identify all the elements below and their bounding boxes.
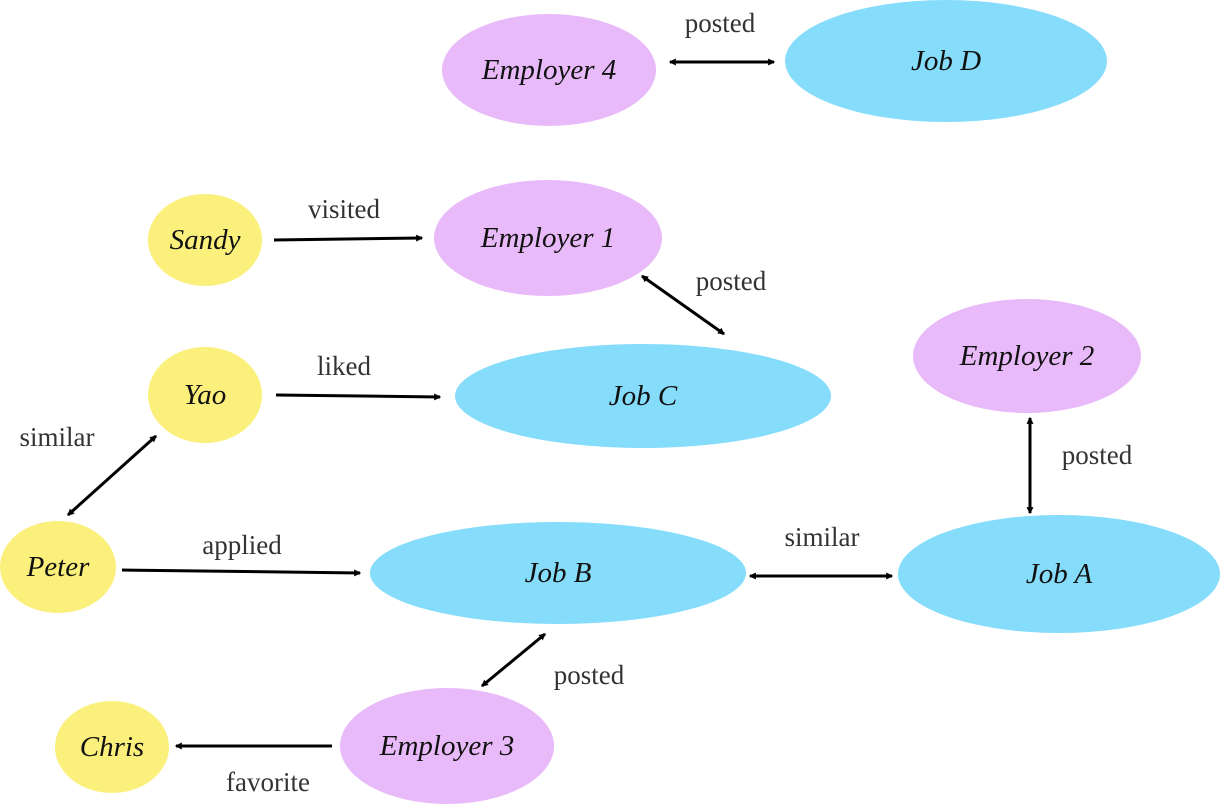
person-node-shape	[148, 194, 262, 286]
node-label: Employer 4	[481, 54, 617, 86]
node-job-b: Job B	[370, 522, 746, 624]
job-node-shape	[898, 515, 1220, 633]
edge-peter-yao: similar	[20, 422, 158, 517]
node-label: Job C	[609, 380, 678, 412]
edge-label-posted: posted	[1062, 440, 1133, 470]
edge-line	[66, 434, 158, 517]
node-label: Employer 1	[480, 222, 616, 254]
node-label: Employer 2	[959, 340, 1095, 372]
employer-node-shape	[340, 688, 554, 804]
node-person-chris: Chris	[55, 701, 169, 793]
edge-label-similar: similar	[785, 522, 860, 552]
node-job-c: Job C	[455, 344, 831, 448]
employer-node-shape	[434, 180, 662, 296]
job-node-shape	[785, 0, 1107, 122]
person-node-shape	[0, 521, 116, 613]
edge-employer2-jobA: posted	[1026, 416, 1133, 515]
edge-line	[641, 274, 725, 336]
edge-line	[275, 393, 442, 401]
edge-label-posted: posted	[696, 266, 767, 296]
edge-label-posted: posted	[554, 660, 625, 690]
node-employer-1: Employer 1	[434, 180, 662, 296]
node-label: Peter	[26, 551, 91, 583]
edge-line	[273, 234, 424, 242]
node-person-yao: Yao	[148, 347, 262, 443]
job-node-shape	[455, 344, 831, 448]
node-employer-4: Employer 4	[442, 14, 656, 126]
edge-jobB-employer3: posted	[481, 632, 625, 690]
job-node-shape	[370, 522, 746, 624]
node-job-d: Job D	[785, 0, 1107, 122]
node-job-a: Job A	[898, 515, 1220, 633]
edge-label-applied: applied	[202, 530, 282, 560]
node-person-peter: Peter	[0, 521, 116, 613]
node-employer-3: Employer 3	[340, 688, 554, 804]
node-employer-2: Employer 2	[913, 299, 1141, 413]
edge-label-posted: posted	[685, 8, 756, 38]
edge-line	[121, 568, 362, 577]
node-person-sandy: Sandy	[148, 194, 262, 286]
edge-yao-jobC: liked	[275, 351, 442, 401]
edge-label-similar: similar	[20, 422, 95, 452]
node-label: Yao	[184, 379, 226, 411]
node-label: Chris	[80, 731, 144, 763]
edge-sandy-employer1: visited	[273, 194, 424, 242]
edge-jobB-jobA: similar	[748, 522, 894, 580]
edge-label-visited: visited	[308, 194, 380, 224]
edge-label-liked: liked	[317, 351, 371, 381]
node-label: Job A	[1026, 558, 1093, 590]
employer-node-shape	[913, 299, 1141, 413]
edge-line	[481, 632, 546, 688]
edge-label-favorite: favorite	[226, 767, 310, 797]
edge-employer4-jobD: posted	[668, 8, 776, 66]
person-node-shape	[55, 701, 169, 793]
node-label: Job D	[911, 45, 981, 77]
edge-peter-jobB: applied	[121, 530, 362, 577]
edge-employer3-chris: favorite	[174, 742, 332, 797]
employer-node-shape	[442, 14, 656, 126]
node-label: Employer 3	[379, 730, 515, 762]
node-label: Job B	[525, 557, 592, 589]
person-node-shape	[148, 347, 262, 443]
node-label: Sandy	[170, 224, 241, 256]
edge-employer1-jobC: posted	[641, 266, 767, 336]
